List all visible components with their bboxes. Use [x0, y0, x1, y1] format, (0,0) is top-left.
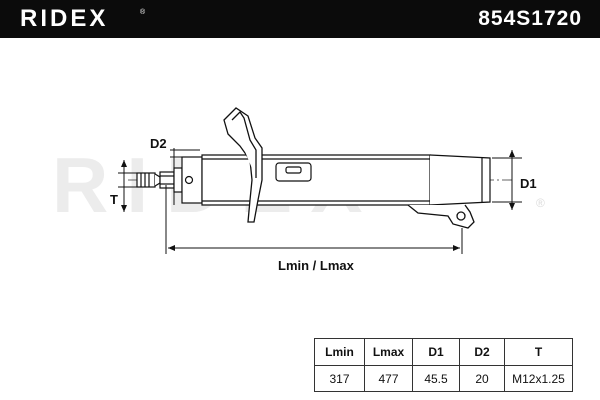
value-d2: 20: [459, 365, 505, 392]
part-number: 854S1720: [478, 7, 582, 30]
registered-mark: ®: [140, 9, 146, 16]
sensor-clip: [275, 162, 312, 182]
main-tube: [201, 154, 491, 206]
dimension-label-d2: D2: [150, 136, 167, 151]
piston-rod: [173, 156, 203, 204]
spec-table-value-row: 317 477 45.5 20 M12x1.25: [314, 365, 573, 392]
header-t: T: [504, 338, 573, 366]
value-lmax: 477: [364, 365, 413, 392]
header-d1: D1: [412, 338, 460, 366]
top-nut: [159, 171, 175, 189]
brand-logo: RIDEX: [20, 5, 109, 32]
header-lmax: Lmax: [364, 338, 413, 366]
dimension-label-t: T: [110, 192, 118, 207]
value-t: M12x1.25: [504, 365, 573, 392]
dimension-lines: [118, 148, 522, 254]
dimension-label-length: Lmin / Lmax: [278, 258, 354, 273]
value-lmin: 317: [314, 365, 365, 392]
value-d1: 45.5: [412, 365, 460, 392]
spec-table-header-row: Lmin Lmax D1 D2 T: [314, 338, 573, 366]
header-lmin: Lmin: [314, 338, 365, 366]
header-d2: D2: [459, 338, 505, 366]
header-bar: RIDEX ® 854S1720: [0, 0, 600, 38]
threaded-pin: [136, 172, 161, 188]
dimension-label-d1: D1: [520, 176, 537, 191]
spring-seat-bracket: [223, 107, 263, 223]
watermark-registered-mark: ®: [536, 196, 545, 210]
mounting-lug: [407, 204, 475, 229]
spec-table: Lmin Lmax D1 D2 T 317 477 45.5 20 M12x1.…: [314, 338, 573, 392]
